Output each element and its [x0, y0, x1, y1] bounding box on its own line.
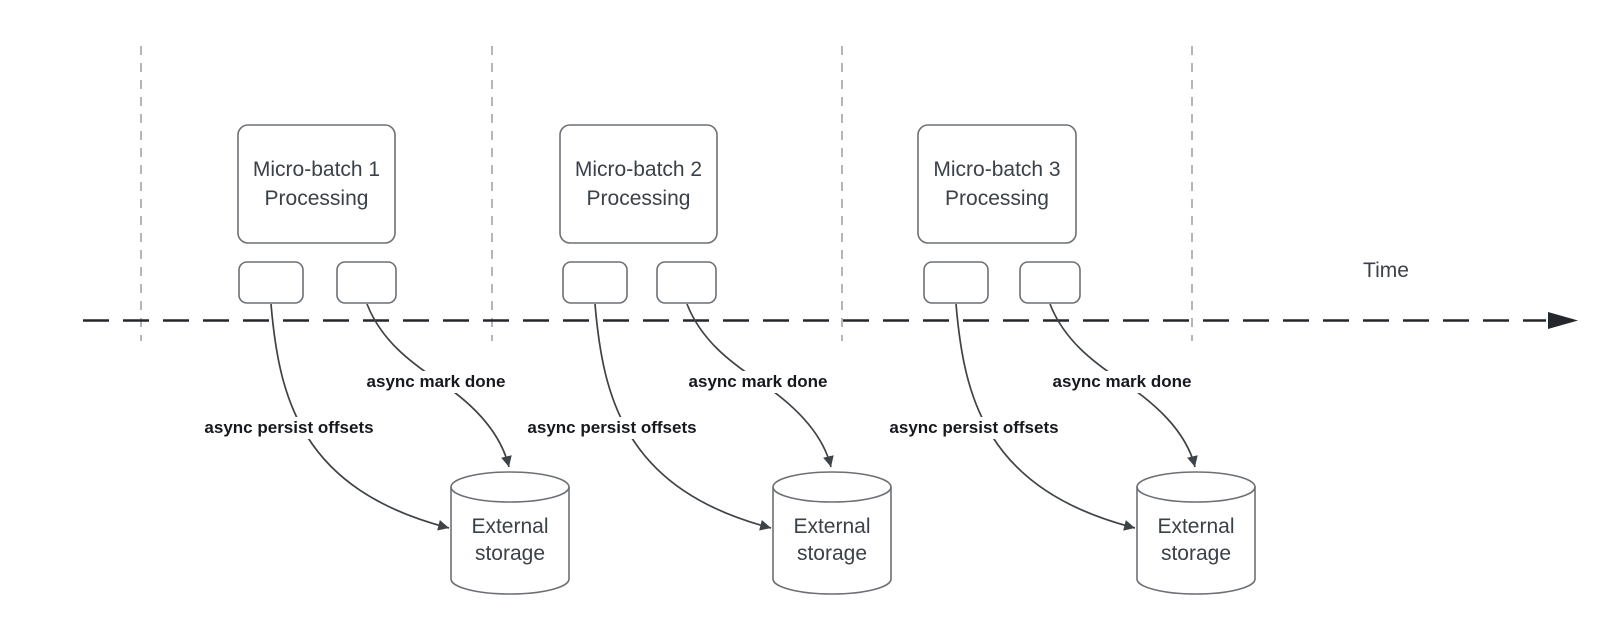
storage-cylinder-rim-3: [1136, 486, 1256, 503]
storage-cylinder-rim-1: [450, 486, 570, 503]
storage-cylinder-1: [450, 471, 570, 595]
batch-1-processing-box: [237, 124, 396, 244]
batch-3-done-task-box: [1019, 261, 1081, 304]
batch-2-processing-box: [559, 124, 718, 244]
mark-done-label-3: async mark done: [1048, 371, 1196, 393]
time-axis-arrowhead-icon: [1548, 312, 1578, 329]
persist-offsets-label-1: async persist offsets: [200, 417, 378, 439]
storage-cylinder-3: [1136, 471, 1256, 595]
batch-3-persist-task-box: [923, 261, 989, 304]
mark-done-label-1: async mark done: [362, 371, 510, 393]
storage-label-1: External storage: [471, 515, 549, 565]
batch-3-processing-label: Micro-batch 3 Processing: [933, 158, 1061, 210]
persist-offsets-arrow-2: [594, 303, 772, 531]
storage-label-3: External storage: [1157, 515, 1235, 565]
time-axis-label: Time: [1363, 259, 1409, 282]
persist-offsets-label-3: async persist offsets: [885, 417, 1063, 439]
batch-1-persist-task-box: [238, 261, 304, 304]
persist-offsets-arrow-3: [955, 303, 1136, 531]
batch-2-persist-task-box: [562, 261, 628, 304]
batch-3-processing-box: [917, 124, 1077, 244]
batch-1-done-task-box: [336, 261, 397, 304]
persist-offsets-label-2: async persist offsets: [523, 417, 701, 439]
storage-cylinder-2: [772, 471, 892, 595]
storage-cylinder-rim-2: [772, 486, 892, 503]
persist-offsets-arrow-1: [270, 303, 450, 531]
batch-2-processing-label: Micro-batch 2 Processing: [574, 158, 703, 210]
batch-2-done-task-box: [656, 261, 717, 304]
batch-1-processing-label: Micro-batch 1 Processing: [252, 158, 381, 210]
mark-done-label-2: async mark done: [684, 371, 832, 393]
storage-label-2: External storage: [793, 515, 871, 565]
